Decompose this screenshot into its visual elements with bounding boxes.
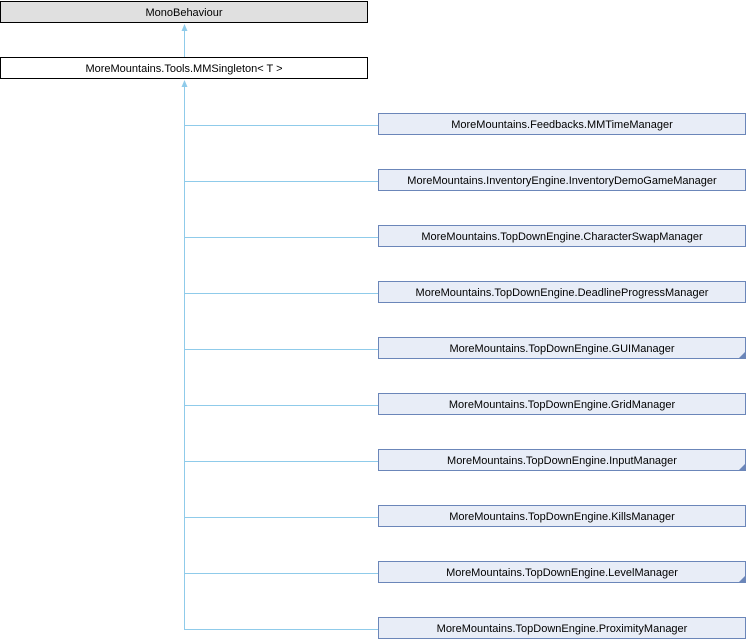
class-box-monobehaviour[interactable]: MonoBehaviour: [0, 1, 368, 23]
class-label: MoreMountains.TopDownEngine.DeadlineProg…: [415, 287, 709, 299]
class-label: MoreMountains.InventoryEngine.InventoryD…: [407, 175, 717, 187]
class-box-child[interactable]: MoreMountains.TopDownEngine.GUIManager: [378, 337, 746, 359]
class-box-child[interactable]: MoreMountains.TopDownEngine.DeadlineProg…: [378, 281, 746, 303]
class-label: MoreMountains.TopDownEngine.GridManager: [448, 399, 676, 411]
class-box-child[interactable]: MoreMountains.TopDownEngine.LevelManager: [378, 561, 746, 583]
class-box-child[interactable]: MoreMountains.TopDownEngine.InputManager: [378, 449, 746, 471]
class-label: MoreMountains.TopDownEngine.LevelManager: [446, 567, 678, 579]
class-box-child[interactable]: MoreMountains.Feedbacks.MMTimeManager: [378, 113, 746, 135]
arrowhead-icon: [181, 24, 188, 31]
class-label: MoreMountains.TopDownEngine.KillsManager: [449, 511, 675, 523]
class-box-child[interactable]: MoreMountains.TopDownEngine.KillsManager: [378, 505, 746, 527]
class-box-child[interactable]: MoreMountains.TopDownEngine.ProximityMan…: [378, 617, 746, 639]
arrowhead-icon: [181, 80, 188, 87]
class-label: MoreMountains.TopDownEngine.ProximityMan…: [436, 623, 688, 635]
class-box-mmsingleton[interactable]: MoreMountains.Tools.MMSingleton< T >: [0, 57, 368, 79]
class-box-child[interactable]: MoreMountains.InventoryEngine.InventoryD…: [378, 169, 746, 191]
more-derived-indicator-icon: [739, 464, 745, 470]
class-label: MoreMountains.TopDownEngine.GUIManager: [449, 343, 675, 355]
class-label: MoreMountains.TopDownEngine.CharacterSwa…: [421, 231, 703, 243]
class-label: MoreMountains.TopDownEngine.InputManager: [447, 455, 677, 467]
class-box-child[interactable]: MoreMountains.TopDownEngine.CharacterSwa…: [378, 225, 746, 247]
more-derived-indicator-icon: [739, 576, 745, 582]
class-label: MoreMountains.Feedbacks.MMTimeManager: [451, 119, 673, 131]
more-derived-indicator-icon: [739, 352, 745, 358]
class-box-child[interactable]: MoreMountains.TopDownEngine.GridManager: [378, 393, 746, 415]
